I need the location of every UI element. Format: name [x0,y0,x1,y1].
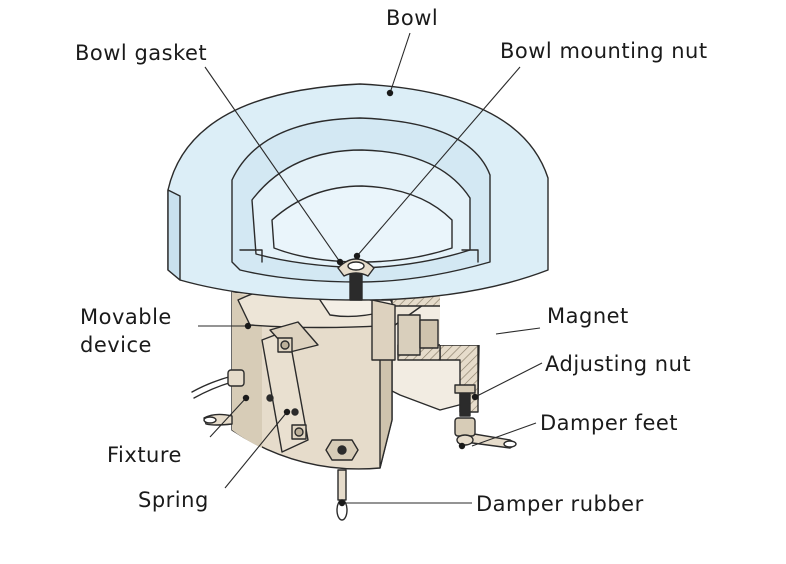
fixture-cable [191,369,245,399]
label-bowl: Bowl [386,6,438,30]
label-fixture: Fixture [107,443,182,467]
label-movable-device-line2: device [80,333,152,357]
label-bowl-gasket: Bowl gasket [75,41,207,65]
spring-plate [261,321,319,453]
label-damper-feet: Damper feet [540,411,678,435]
bowl-mounting-nut [337,258,375,301]
damper-feet-left [203,413,233,426]
label-bowl-mounting-nut: Bowl mounting nut [500,39,708,63]
damper-rubber [336,469,348,521]
label-damper-rubber: Damper rubber [476,492,644,516]
label-adjusting-nut: Adjusting nut [545,352,691,376]
label-movable-device-line1: Movable [80,305,172,329]
adjusting-nut [454,384,476,417]
label-spring: Spring [138,488,209,512]
leader-lines [198,32,543,507]
labels: Bowl Bowl gasket Bowl mounting nut Movab… [75,6,708,516]
bottom-nut [325,439,359,461]
bowl [167,83,549,301]
label-magnet: Magnet [547,304,629,328]
movable-block [371,299,396,361]
magnet-core [397,314,439,356]
